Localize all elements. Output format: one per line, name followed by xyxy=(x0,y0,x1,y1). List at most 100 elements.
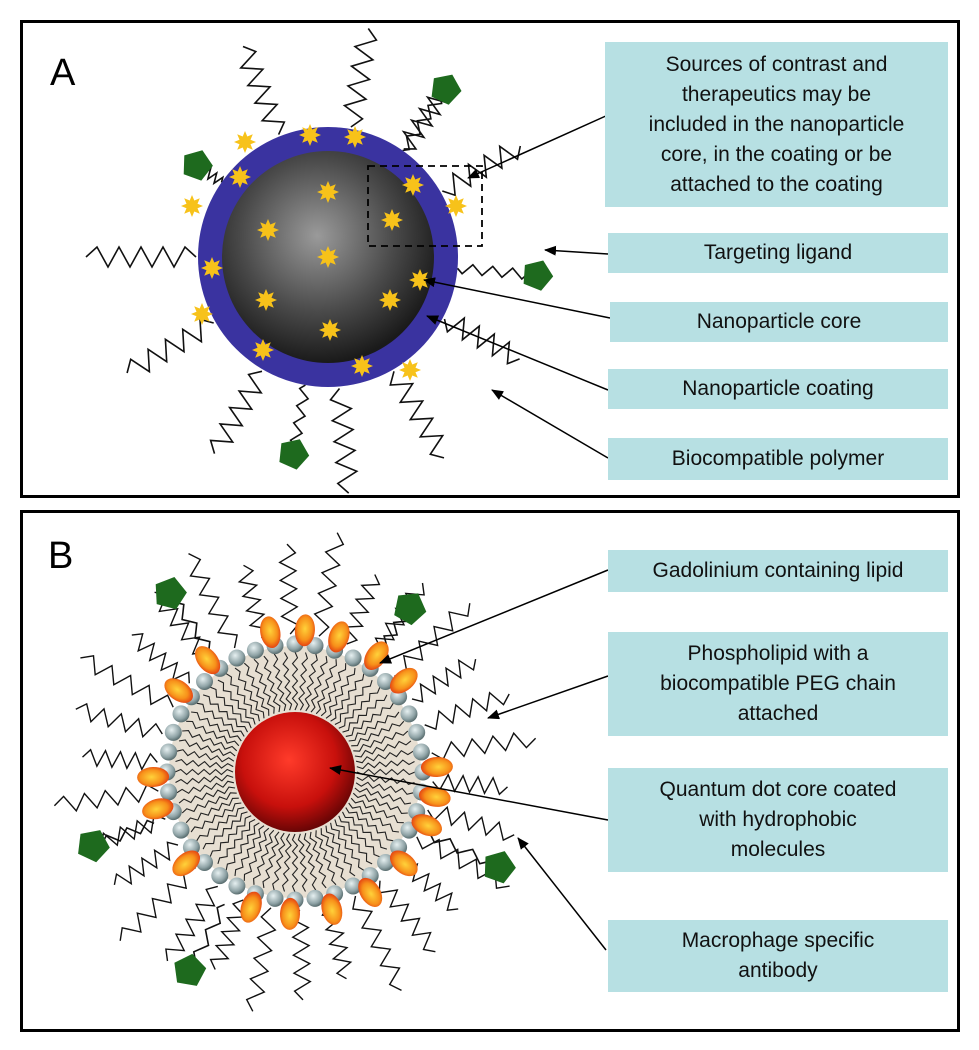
hydrophobic-tail xyxy=(209,815,252,858)
hydrophobic-tail xyxy=(175,774,234,785)
gadolinium-lipid-icon xyxy=(142,798,174,820)
lipid-head-icon xyxy=(228,649,246,667)
hydrophobic-tail xyxy=(338,815,381,858)
hydrophobic-tail xyxy=(345,807,394,842)
hydrophobic-tail xyxy=(325,668,356,719)
targeting-ligand-icon xyxy=(523,260,554,291)
contrast-star-icon xyxy=(319,319,341,341)
hydrophobic-tail xyxy=(202,811,248,850)
hydrophobic-tail xyxy=(354,787,411,805)
lipid-head-icon xyxy=(408,723,426,741)
detail-dashed-box xyxy=(367,165,483,247)
contrast-star-icon xyxy=(402,174,424,196)
lipid-head-icon xyxy=(172,821,190,839)
gadolinium-lipid-icon xyxy=(358,877,383,907)
hydrophobic-tail xyxy=(263,655,281,713)
callout-line: attached xyxy=(737,702,819,725)
contrast-star-icon xyxy=(381,209,403,231)
hydrophobic-tail xyxy=(185,797,239,824)
lipid-head-icon xyxy=(164,723,182,741)
contrast-star-icon xyxy=(234,131,256,153)
hydrophobic-tail xyxy=(345,702,394,737)
peg-chain xyxy=(53,783,159,813)
gadolinium-lipid-icon xyxy=(194,646,221,675)
antibody-icon xyxy=(78,830,110,863)
panel-a-arrows xyxy=(423,114,611,459)
hydrophobic-tail xyxy=(191,711,242,742)
lipid-head-icon xyxy=(246,641,264,659)
hydrophobic-tail xyxy=(202,694,248,733)
lipid-head-icon xyxy=(400,705,418,723)
peg-chain xyxy=(209,899,247,970)
hydrophobic-tail xyxy=(315,830,337,886)
peg-chain xyxy=(237,564,269,639)
hydrophobic-tail xyxy=(272,653,287,712)
peg-chain xyxy=(278,543,299,635)
callout-nanoparticle-coating: Nanoparticle coating xyxy=(608,369,948,409)
callout-nanoparticle-core: Nanoparticle core xyxy=(610,302,948,342)
gadolinium-lipid-icon xyxy=(240,891,262,923)
polymer-chain xyxy=(329,388,359,494)
hydrophobic-tail xyxy=(190,802,242,833)
peg-chain xyxy=(75,702,163,739)
gadolinium-lipid-icon xyxy=(260,616,281,649)
gadolinium-lipid-icon xyxy=(418,786,451,807)
contrast-star-icon xyxy=(201,257,223,279)
hydrophobic-tail xyxy=(350,797,404,824)
hydrophobic-tail xyxy=(225,673,260,722)
gadolinium-lipid-icon xyxy=(389,850,418,877)
lipid-head-icon xyxy=(228,877,246,895)
antibody-icon xyxy=(484,851,516,884)
callout-line: Macrophage specific xyxy=(681,929,875,952)
lipid-head-icon xyxy=(160,783,178,801)
lipid-head-icon xyxy=(377,673,394,690)
contrast-star-icon xyxy=(445,195,467,217)
lipid-head-icon xyxy=(306,889,324,907)
hydrophobic-tail xyxy=(348,711,400,742)
contrast-star-icon xyxy=(351,355,373,377)
callout-line: Sources of contrast and xyxy=(665,52,888,76)
contrast-star-icon xyxy=(299,124,321,146)
callout-line: with hydrophobic xyxy=(699,808,857,831)
peg-chain xyxy=(431,731,537,761)
hydrophobic-tail xyxy=(356,775,415,786)
contrast-star-icon xyxy=(191,303,213,325)
hydrophobic-tail xyxy=(355,749,414,764)
callout-contrast-sources: Sources of contrast and therapeutics may… xyxy=(605,42,948,207)
polymer-chain xyxy=(126,318,214,374)
targeting-ligand-icon xyxy=(183,150,213,181)
hydrophobic-tail xyxy=(354,740,412,758)
peg-chain xyxy=(131,632,190,684)
callout-line: biocompatible PEG chain xyxy=(660,672,896,695)
hydrophobic-tails xyxy=(174,651,416,893)
hydrophobic-tail xyxy=(320,828,347,882)
hydrophobic-tail xyxy=(291,833,299,893)
targeting-ligands xyxy=(183,74,554,470)
polymer-chain xyxy=(443,316,520,365)
quantum-dot-core xyxy=(235,712,355,832)
antibody-icon xyxy=(174,953,207,986)
hydrophobic-tail xyxy=(209,686,252,729)
callout-line: therapeutics may be xyxy=(681,82,872,106)
hydrophobic-tail xyxy=(309,831,327,889)
peg-chain xyxy=(343,574,381,645)
callout-line: attached to the coating xyxy=(670,172,883,196)
hydrophobic-tail xyxy=(315,659,337,715)
peg-chain xyxy=(378,880,436,953)
hydrophobic-tail xyxy=(342,811,388,850)
hydrophobic-tail xyxy=(330,673,365,722)
hydrophobic-tail xyxy=(348,802,399,833)
contrast-star-icon xyxy=(229,166,251,188)
callout-biocompatible-polymer: Biocompatible polymer xyxy=(608,438,948,480)
gadolinium-lipid-icon xyxy=(137,766,170,788)
contrast-star-icon xyxy=(399,359,421,381)
gadolinium-lipid-icon xyxy=(420,756,453,778)
gadolinium-lipid-icon xyxy=(294,614,315,647)
panel-b-label: B xyxy=(48,535,74,577)
hydrophobic-tail xyxy=(174,768,234,776)
lipid-head-icon xyxy=(160,743,178,761)
hydrophobic-tail xyxy=(298,652,309,711)
macrophage-antibodies xyxy=(78,577,516,986)
hydrophobic-tail xyxy=(342,694,388,733)
hydrophobic-tail xyxy=(186,720,240,747)
